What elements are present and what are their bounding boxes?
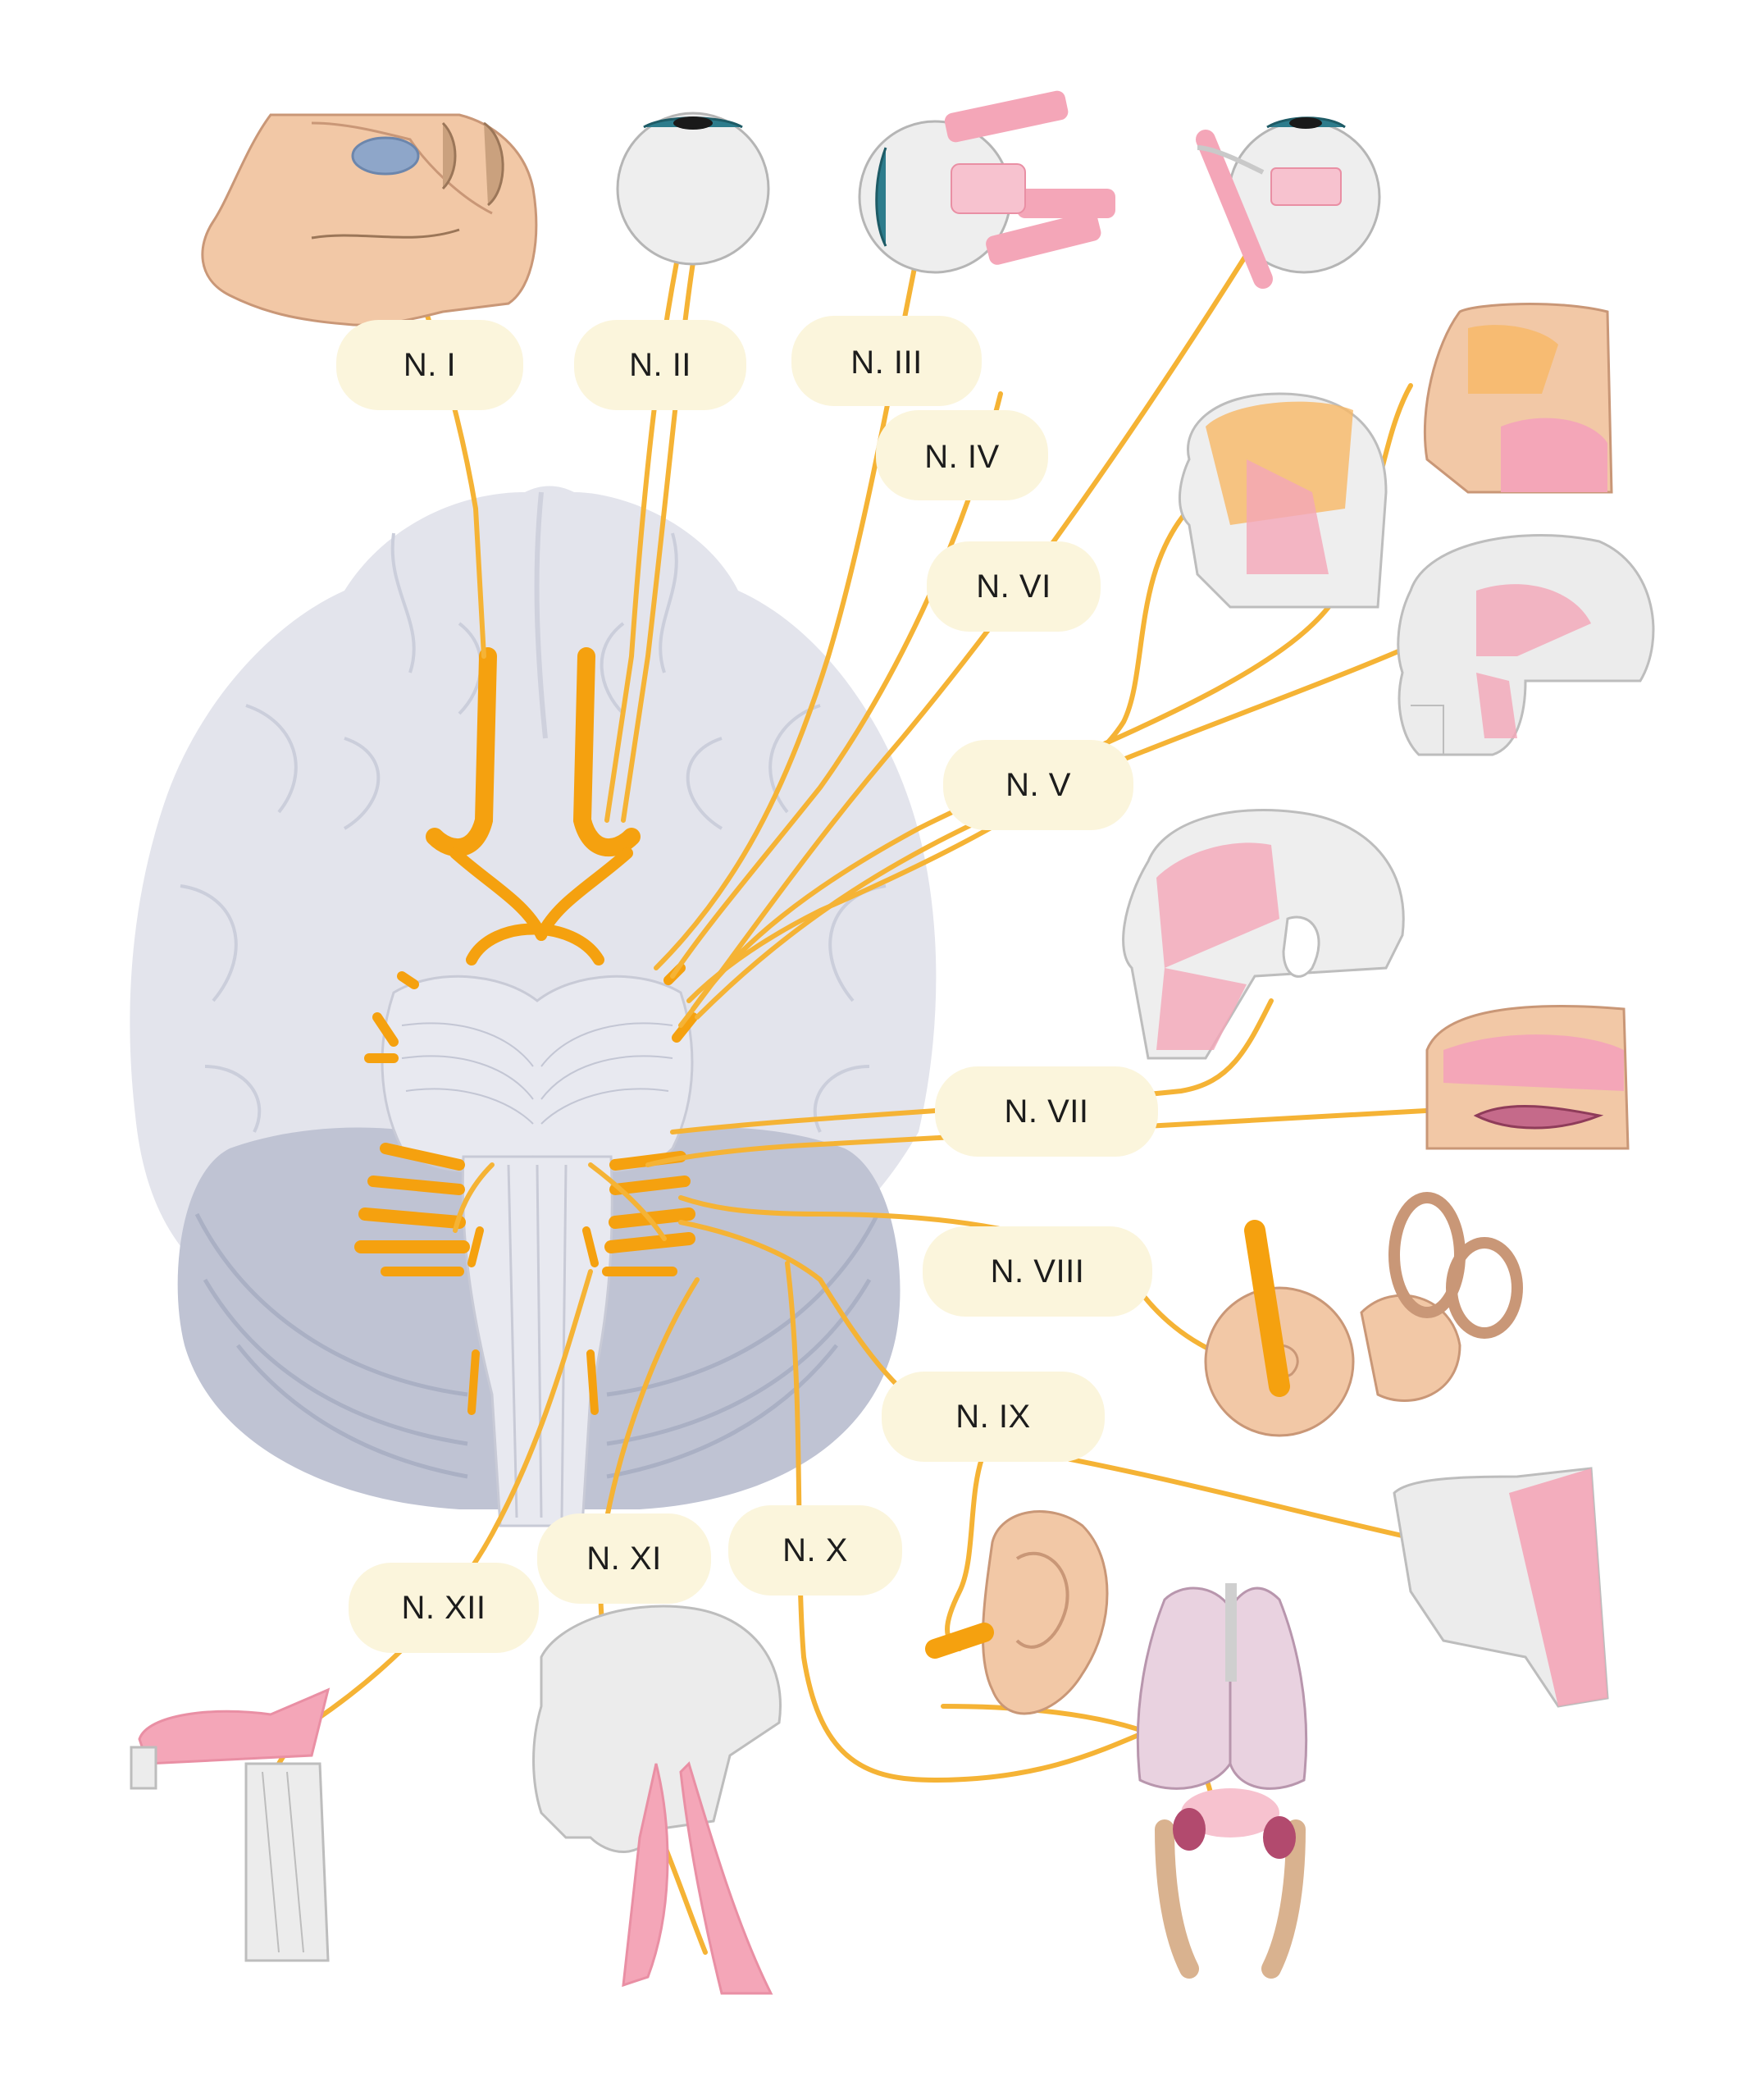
- pons-striations: [401, 1022, 673, 1125]
- pons: [381, 975, 694, 1172]
- eyeball-illustration-optic: [616, 112, 770, 266]
- label-n11: N. XI: [586, 1541, 661, 1577]
- label-n4: N. IV: [924, 439, 999, 475]
- label-pill-n10: N. X: [728, 1505, 902, 1596]
- tongue-hypoglossal-illustration: [130, 1687, 331, 1962]
- longitudinal-fissure: [534, 491, 548, 739]
- label-pill-n11: N. XI: [537, 1513, 711, 1604]
- nasal-cavity-illustration: [201, 113, 538, 326]
- eye-lateral-illustration: [1196, 116, 1381, 289]
- tongue-salivary-illustration: [1425, 1005, 1630, 1150]
- label-n5: N. V: [1005, 767, 1071, 803]
- nasal-sagittal-illustration: [1423, 303, 1613, 494]
- cerebrum: [130, 486, 937, 1280]
- label-pill-n6: N. VI: [927, 541, 1101, 632]
- label-n6: N. VI: [976, 568, 1051, 605]
- label-n9: N. IX: [955, 1399, 1030, 1435]
- label-pill-n7: N. VII: [935, 1066, 1158, 1157]
- label-pill-n12: N. XII: [349, 1563, 539, 1653]
- label-n1: N. I: [404, 347, 456, 383]
- pharynx-illustration: [1393, 1467, 1609, 1708]
- label-n3: N. III: [850, 345, 922, 381]
- label-n8: N. VIII: [991, 1253, 1085, 1290]
- thorax-abdomen-illustration: [1136, 1583, 1308, 1979]
- label-n2: N. II: [629, 347, 691, 383]
- label-pill-n5: N. V: [943, 740, 1133, 830]
- brain-ventral-view: [130, 486, 937, 1527]
- label-pill-n2: N. II: [574, 320, 746, 410]
- skull-accessory-illustration: [532, 1605, 782, 1995]
- eye-muscles-illustration: [858, 90, 1115, 274]
- label-n7: N. VII: [1004, 1093, 1088, 1130]
- medulla-lines: [507, 1164, 568, 1518]
- label-pill-n1: N. I: [336, 320, 523, 410]
- skull-trigeminal-illustration: [1397, 534, 1655, 756]
- head-trigeminal-illustration: [1178, 392, 1388, 609]
- label-n12: N. XII: [401, 1590, 486, 1626]
- face-facial-nerve-illustration: [1122, 809, 1405, 1060]
- label-pill-n4: N. IV: [876, 410, 1048, 500]
- label-pill-n3: N. III: [791, 316, 982, 406]
- inner-ear-illustration: [1204, 1192, 1523, 1437]
- label-pill-n9: N. IX: [882, 1372, 1105, 1462]
- nerve-roots: [354, 647, 698, 1415]
- label-n10: N. X: [782, 1532, 848, 1568]
- label-pill-n8: N. VIII: [923, 1226, 1152, 1317]
- external-ear-illustration: [925, 1510, 1109, 1715]
